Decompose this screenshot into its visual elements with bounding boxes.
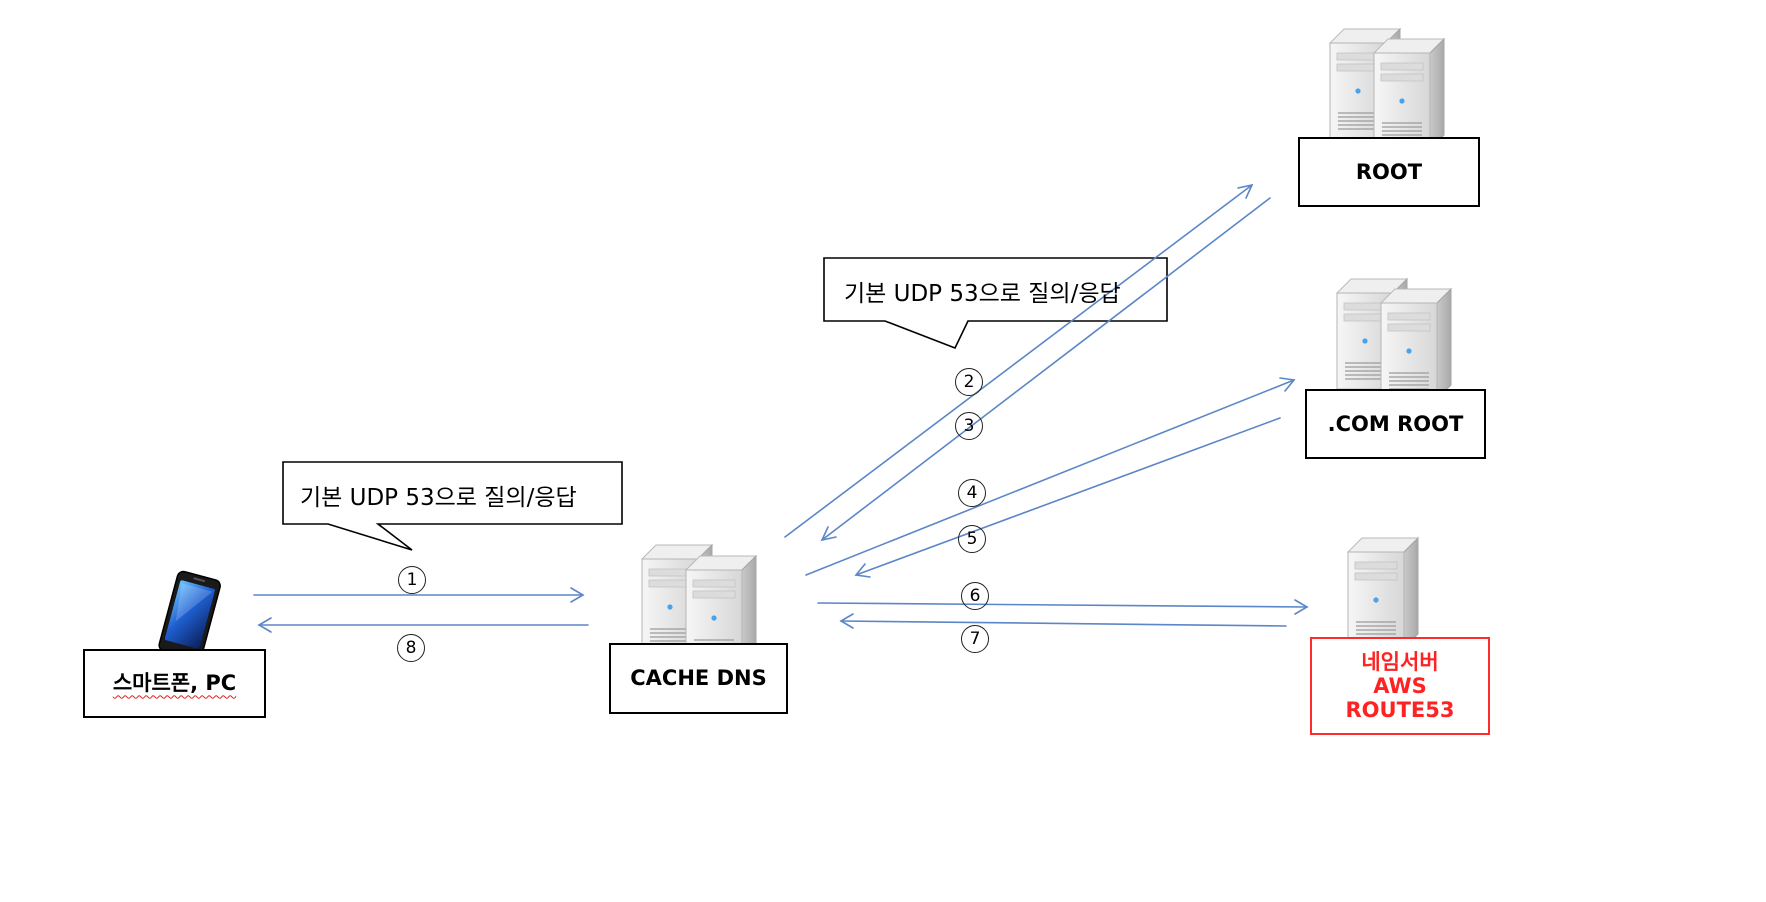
nameserver-label-line1: 네임서버	[1361, 649, 1439, 674]
step-7-marker: 7	[961, 625, 989, 653]
smartphone-icon	[158, 570, 221, 661]
root-server-icon	[1329, 28, 1445, 150]
step-5-marker: 5	[958, 525, 986, 553]
callout-client-shape	[282, 461, 623, 551]
arrow-step-7	[840, 620, 1287, 627]
nameserver-label-line2: AWS	[1373, 673, 1427, 698]
client-label-box: 스마트폰, PC	[83, 649, 266, 718]
arrow-step-3	[821, 197, 1271, 541]
callout-client-text: 기본 UDP 53으로 질의/응답	[300, 485, 577, 511]
arrow-step-2	[784, 184, 1253, 538]
nameserver-server-icon	[1347, 537, 1419, 649]
flow-arrows	[253, 183, 1309, 633]
root-label: ROOT	[1355, 159, 1423, 184]
callout-upstream-text: 기본 UDP 53으로 질의/응답	[844, 281, 1121, 307]
step-4-marker: 4	[958, 479, 986, 507]
arrow-step-6	[817, 602, 1308, 608]
cache-dns-label: CACHE DNS	[630, 666, 767, 691]
arrow-step-5	[855, 417, 1281, 576]
com-root-label-box: .COM ROOT	[1305, 389, 1486, 459]
client-label-text: 스마트폰, PC	[112, 671, 237, 696]
step-3-marker: 3	[955, 412, 983, 440]
com-root-label: .COM ROOT	[1327, 411, 1464, 436]
root-label-box: ROOT	[1298, 137, 1480, 207]
step-8-marker: 8	[397, 634, 425, 662]
client-label: 스마트폰, PC	[113, 671, 236, 695]
nameserver-label-line3: ROUTE53	[1345, 698, 1455, 723]
callout-upstream-shape	[823, 257, 1168, 350]
cache-dns-label-box: CACHE DNS	[609, 643, 788, 714]
step-6-marker: 6	[961, 582, 989, 610]
step-2-marker: 2	[955, 368, 983, 396]
nameserver-label-box: 네임서버 AWS ROUTE53	[1310, 637, 1490, 735]
step-1-marker: 1	[398, 566, 426, 594]
arrow-step-4	[805, 379, 1295, 576]
com-root-server-icon	[1336, 278, 1452, 400]
